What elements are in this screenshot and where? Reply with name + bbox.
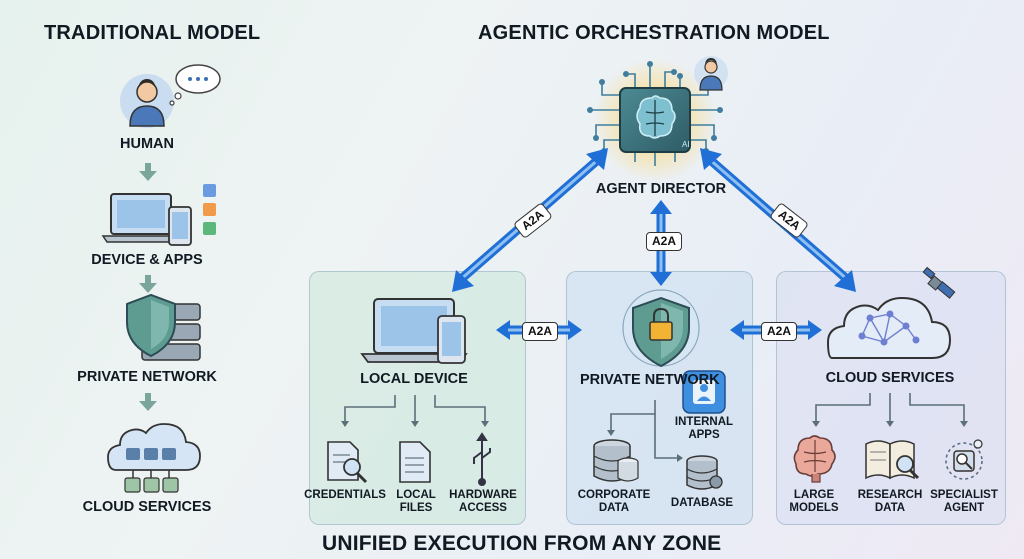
app-tiles-icon bbox=[203, 184, 216, 235]
brain-icon bbox=[793, 435, 836, 483]
local-phone-icon bbox=[437, 315, 466, 364]
thought-bubble-icon bbox=[169, 64, 221, 106]
hardware-access-label: HARDWARE ACCESS bbox=[449, 489, 517, 515]
local-device-label: LOCAL DEVICE bbox=[360, 371, 468, 387]
large-models-label: LARGE MODELS bbox=[789, 489, 839, 515]
book-search-icon bbox=[865, 440, 920, 480]
cloud-services-label: CLOUD SERVICES bbox=[82, 499, 212, 515]
agentic-model-title: AGENTIC ORCHESTRATION MODEL bbox=[478, 22, 830, 44]
a2a-badge-local-private: A2A bbox=[522, 322, 559, 342]
private-network-label: PRIVATE NETWORK bbox=[77, 369, 217, 385]
database-label: DATABASE bbox=[670, 497, 734, 509]
local-files-label: LOCAL FILES bbox=[396, 489, 436, 515]
traditional-model-title: TRADITIONAL MODEL bbox=[44, 22, 261, 44]
research-data-label: RESEARCH DATA bbox=[857, 489, 923, 515]
satellite-icon bbox=[922, 266, 956, 299]
ai-chip-icon: AI bbox=[587, 58, 723, 182]
internal-apps-icon bbox=[682, 370, 726, 414]
specialist-agent-icon bbox=[945, 439, 983, 480]
agent-director-label: AGENT DIRECTOR bbox=[595, 181, 727, 197]
specialist-agent-label: SPECIALIST AGENT bbox=[930, 489, 998, 515]
svg-text:AI: AI bbox=[682, 140, 690, 149]
human-icon bbox=[120, 74, 174, 128]
private-network-zone-label: PRIVATE NETWORK bbox=[580, 372, 720, 388]
phone-icon bbox=[168, 206, 192, 246]
corporate-data-icon bbox=[593, 439, 639, 482]
database-icon bbox=[686, 455, 723, 490]
credentials-label: CREDENTIALS bbox=[304, 489, 386, 501]
a2a-badge-private-cloud: A2A bbox=[761, 322, 798, 342]
corporate-data-label: CORPORATE DATA bbox=[577, 489, 651, 515]
laptop-icon bbox=[101, 193, 181, 243]
device-apps-label: DEVICE & APPS bbox=[91, 252, 203, 268]
usb-icon bbox=[473, 432, 491, 486]
local-laptop-icon bbox=[360, 298, 468, 363]
cloud-services-zone-label: CLOUD SERVICES bbox=[825, 370, 955, 386]
cloud-icon bbox=[107, 423, 201, 493]
shield-icon bbox=[126, 293, 176, 358]
footer-caption: UNIFIED EXECUTION FROM ANY ZONE bbox=[322, 532, 722, 555]
a2a-badge-center: A2A bbox=[646, 232, 683, 252]
local-files-icon bbox=[399, 441, 431, 483]
human-label: HUMAN bbox=[120, 136, 174, 152]
director-avatar-icon bbox=[694, 56, 728, 91]
internal-apps-label: INTERNAL APPS bbox=[674, 416, 734, 442]
credentials-icon bbox=[327, 441, 368, 484]
lock-shield-icon bbox=[622, 289, 700, 368]
network-cloud-icon bbox=[826, 296, 952, 359]
